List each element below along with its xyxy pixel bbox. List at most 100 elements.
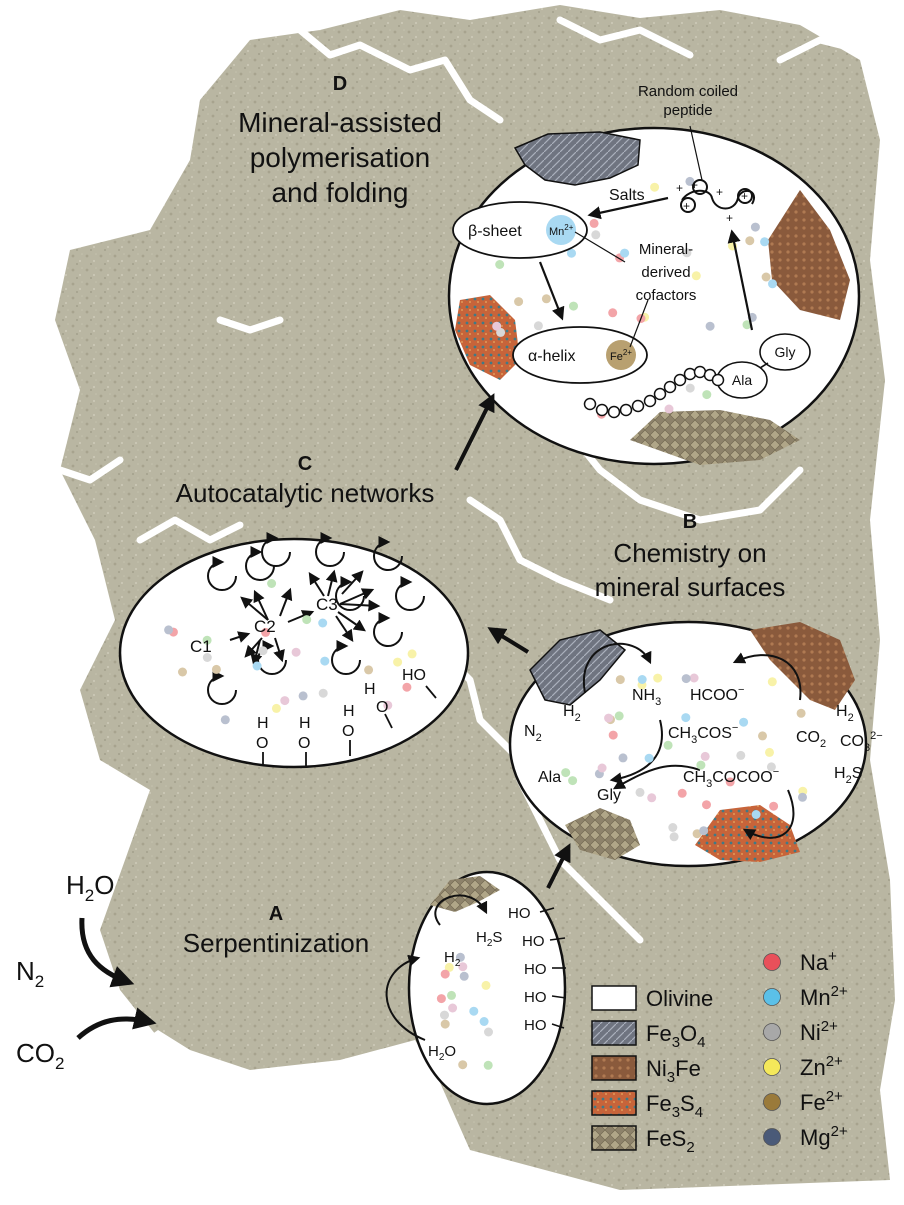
d-gly: Gly [775, 344, 796, 360]
ion-dot [669, 832, 679, 842]
panel-b-pyrite [565, 808, 640, 860]
ion-dot [267, 579, 277, 588]
ion-dot [647, 793, 657, 803]
panel-b-ions [561, 673, 808, 842]
ion-dot [591, 230, 601, 240]
panel-c-ions [164, 579, 417, 725]
ion-dot [320, 656, 330, 666]
beta-sheet-oval [452, 201, 588, 259]
legend-swatch-fe3s4 [591, 1090, 637, 1116]
ion-dot [644, 753, 654, 763]
network-arrow [308, 571, 325, 597]
peptide-bead [711, 373, 725, 387]
ion-dot [258, 646, 268, 656]
peptide-bead [643, 394, 657, 408]
ion-dot [681, 713, 691, 723]
peptide-bead [683, 367, 697, 381]
ion-dot [567, 248, 576, 258]
network-arrow [325, 569, 338, 597]
ion-dot [178, 667, 187, 677]
ion-dot [302, 615, 312, 625]
cycle-icon [207, 670, 237, 705]
network-arrow [279, 587, 293, 617]
ion-dot [440, 1010, 449, 1020]
ion-dot [798, 792, 807, 802]
ion-dot [604, 713, 614, 723]
c-h-1: H [257, 715, 269, 732]
legend-swatch-ni3fe [591, 1055, 637, 1081]
ion-dot [455, 952, 465, 962]
ion-dot [495, 260, 505, 269]
ion-dot [291, 647, 301, 657]
d-random-coil-1: Random coiled [638, 83, 738, 100]
legend-ion-label-mn: Mn2+ [800, 983, 848, 1010]
legend-minerals [591, 985, 637, 1151]
ion-dot [484, 1027, 493, 1037]
stage-arrows [454, 393, 571, 889]
ion-dot [742, 320, 752, 330]
ion-dot [769, 801, 779, 811]
ion-dot [541, 294, 551, 304]
d-fe: Fe2+ [610, 348, 632, 363]
input-arrows [76, 917, 157, 1040]
ion-dot [696, 760, 706, 770]
ion-dot [440, 969, 450, 979]
panel-a [385, 870, 567, 1106]
ion-dot [761, 272, 771, 282]
ion-dot [615, 675, 625, 685]
ion-dot [458, 962, 468, 972]
ion-dot [796, 708, 806, 718]
ion-dot [514, 297, 524, 307]
legend-swatch-fes2 [591, 1125, 637, 1151]
ion-dot [750, 222, 760, 232]
network-arrow [250, 639, 263, 667]
panel-d [447, 125, 861, 466]
legend-ion-label-fe: Fe2+ [800, 1088, 843, 1115]
fe-cofactor [606, 340, 636, 370]
panel-c-title: Autocatalytic networks [176, 478, 435, 508]
panel-c [118, 532, 470, 769]
ion-dot [699, 826, 709, 836]
peptide-chain [583, 365, 725, 419]
ion-dot [569, 301, 578, 311]
input-co2: CO2 [16, 1038, 64, 1073]
a-hydroxyl-4: HO [524, 989, 547, 1006]
panel-b-awaruite [750, 622, 855, 710]
ion-dot [736, 750, 746, 760]
ion-dot [618, 753, 628, 763]
ion-dot [760, 237, 770, 247]
c-c2: C2 [254, 617, 276, 636]
d-random-coil-2: peptide [663, 102, 712, 119]
peptide-bead [619, 403, 633, 417]
legend-ion-dot-na [763, 953, 781, 971]
legend-label-fe3o4: Fe3O4 [646, 1021, 706, 1051]
peptide-bead [673, 373, 687, 387]
a-h2: H2 [444, 949, 461, 969]
svg-text:+: + [716, 185, 723, 199]
peptide-bead [607, 405, 621, 419]
panel-d-letter: D [333, 73, 347, 95]
panel-d-greigite [455, 295, 520, 380]
legend-ion-label-ni: Ni2+ [800, 1018, 838, 1045]
b-h2-right: H2 [836, 703, 854, 724]
panel-c-surface-bonds [262, 685, 437, 766]
ion-dot [739, 717, 749, 727]
ion-dot [469, 1006, 479, 1016]
ion-dot [653, 673, 663, 683]
network-arrow [341, 570, 364, 595]
ion-dot [635, 787, 645, 797]
arrow-b-to-c [487, 627, 530, 654]
b-ala: Ala [538, 769, 561, 786]
b-carbonate: CO32− [840, 730, 883, 754]
ion-dot [608, 730, 618, 740]
ion-dot [447, 990, 456, 1000]
c-o-1: O [256, 735, 268, 752]
ion-dot [458, 1060, 468, 1070]
svg-text:+: + [683, 199, 690, 213]
alpha-helix-oval [512, 326, 648, 384]
ion-dot [483, 1060, 493, 1070]
ion-dot [459, 971, 469, 981]
legend-swatch-fe3o4 [591, 1020, 637, 1046]
ion-dot [383, 700, 393, 710]
